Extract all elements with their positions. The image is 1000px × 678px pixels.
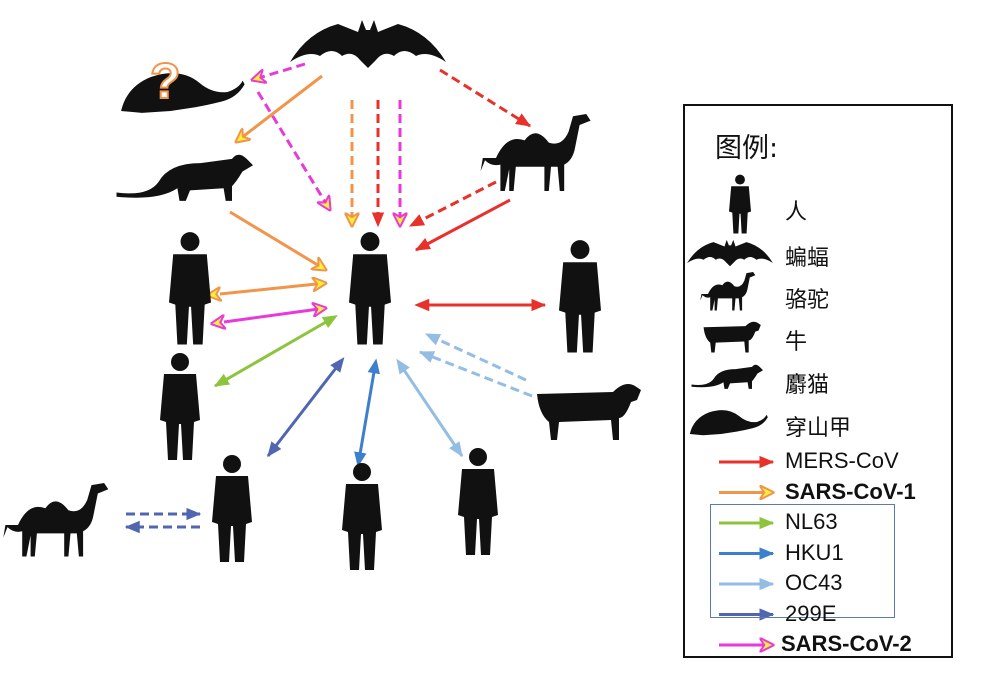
legend-label-e229: 299E — [785, 600, 837, 626]
legend-label-oc43: OC43 — [785, 570, 843, 595]
arrow-oc43-cow-to-hc — [418, 350, 533, 398]
legend-label-civet: 麝猫 — [785, 373, 830, 398]
arrow-nl63-hc-to-hl2 — [213, 315, 338, 388]
human-node-hbr — [458, 448, 498, 555]
legend-label-human: 人 — [785, 200, 808, 225]
seasonal-coronavirus-group-box — [710, 504, 895, 618]
legend-icons — [687, 174, 775, 660]
human-node-hr — [559, 240, 601, 353]
camel-node-camel1 — [480, 114, 591, 191]
legend-label-hku1: HKU1 — [785, 539, 844, 565]
arrow-sars1-bat-to-civet — [236, 74, 323, 142]
human-node-hl2 — [160, 353, 200, 460]
arrow-sars2-bat-to-pangolin — [252, 62, 306, 80]
civet-node-civet — [116, 154, 253, 201]
human-node-hbc — [342, 463, 382, 570]
arrow-mers-camel1-to-hc — [414, 198, 511, 252]
arrow-sars1-hl-to-hc — [220, 283, 326, 294]
arrow-sars1-civet-to-hc — [229, 210, 326, 270]
arrow-mers-bat-to-camel1 — [439, 68, 532, 128]
arrow-sars2-bat-to-hc — [256, 91, 330, 210]
legend-title: 图例: — [715, 133, 779, 164]
legend-label-sars2: SARS-CoV-2 — [781, 631, 912, 656]
camel-node-camel2 — [3, 483, 109, 557]
legend-civet-icon — [691, 364, 763, 389]
cow-node-cow — [537, 384, 641, 440]
legend-human-icon — [729, 174, 751, 234]
arrow-oc43-hc-to-hbr — [396, 358, 464, 458]
legend-cow-icon — [703, 321, 761, 353]
legend-label-sars1: SARS-CoV-1 — [785, 478, 916, 504]
arrow-hku1-hc-to-hbc — [354, 358, 380, 468]
arrow-sars2-hl-to-hc — [224, 308, 326, 322]
legend-label-mers: MERS-CoV — [785, 448, 899, 473]
legend-label-pangolin: 穿山甲 — [785, 416, 852, 441]
legend-pangolin-icon — [689, 410, 768, 436]
legend-label-camel: 骆驼 — [785, 288, 830, 313]
arrow-oc43-cow-to-hc — [424, 332, 527, 382]
human-node-hbl — [212, 455, 252, 562]
bat-node-bat — [290, 20, 446, 68]
pangolin-node-pangolin — [121, 73, 245, 113]
legend-camel-icon — [700, 272, 756, 311]
arrow-mers-camel1-to-hc — [408, 180, 497, 228]
legend-label-cow: 牛 — [785, 330, 808, 355]
unknown-host-mark: ? — [149, 52, 182, 110]
legend-label-bat: 蝙蝠 — [785, 246, 830, 271]
legend-bat-icon — [687, 239, 773, 267]
human-node-hl — [169, 232, 211, 345]
arrow-e229-hc-to-hbl — [266, 357, 345, 457]
human-node-hc — [349, 232, 391, 345]
legend-label-nl63: NL63 — [785, 509, 838, 534]
